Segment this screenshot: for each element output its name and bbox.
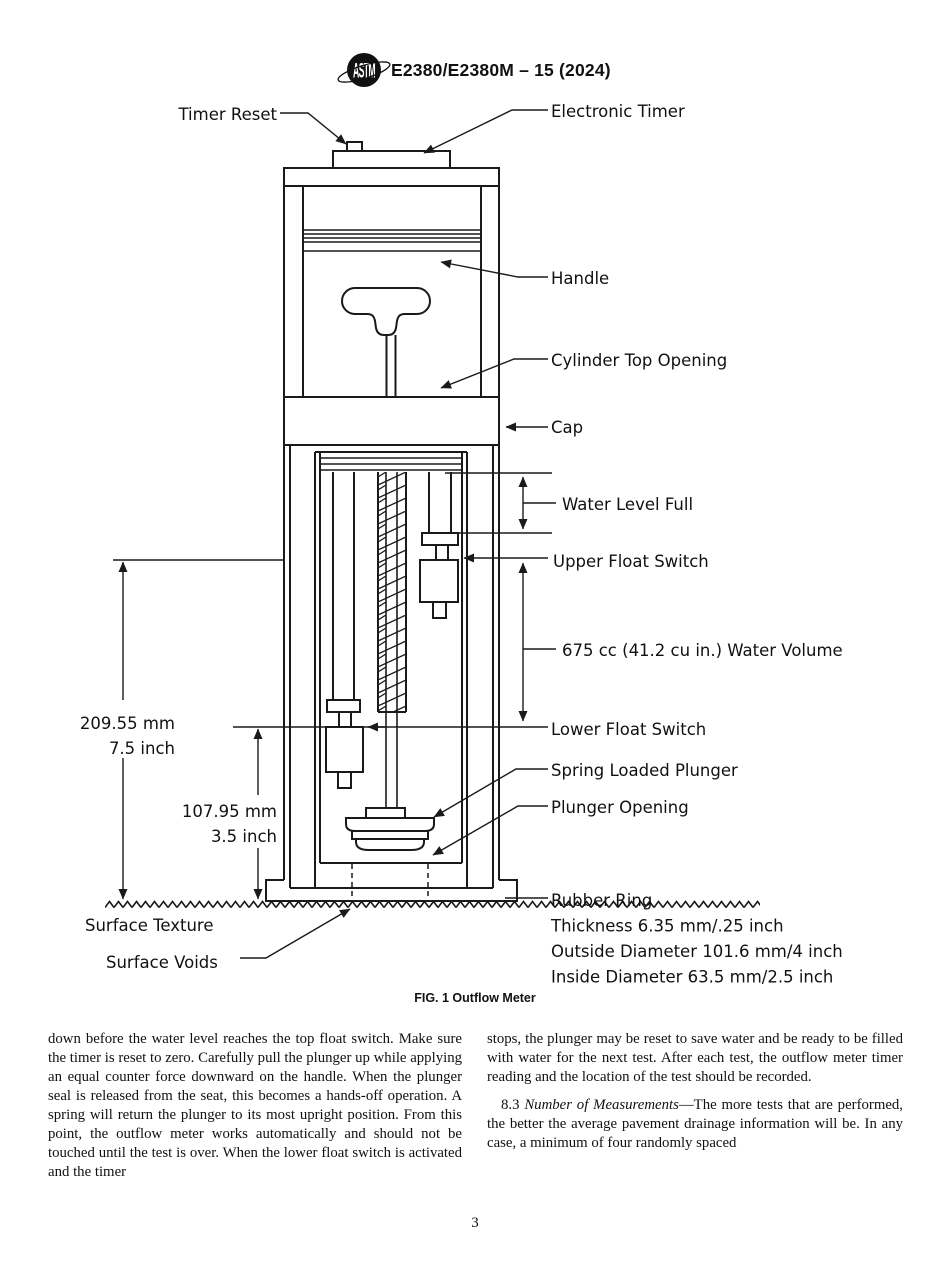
timer-reset-leader [280,112,347,145]
figure-caption: FIG. 1 Outflow Meter [414,991,536,1005]
label-spring-loaded-plunger: Spring Loaded Plunger [551,761,738,780]
label-rubber-ring-thickness: Thickness 6.35 mm/.25 inch [550,917,784,936]
base-flange [265,879,518,902]
electronic-timer-leader [423,109,548,154]
label-water-volume: 675 cc (41.2 cu in.) Water Volume [562,641,843,660]
label-surface-voids: Surface Voids [106,953,218,972]
label-timer-reset: Timer Reset [177,105,277,124]
label-electronic-timer: Electronic Timer [551,102,685,121]
label-surface-texture: Surface Texture [85,916,214,935]
body-paragraph-left: down before the water level reaches the … [48,1031,462,1180]
astm-logo-circle [347,53,381,87]
plunger-seal [345,807,435,851]
handle-shape [341,287,431,336]
upper-chamber [283,185,500,398]
label-cap: Cap [551,418,583,437]
page-number: 3 [471,1215,479,1231]
section-8-3-paragraph: 8.3 Number of Measurements—The more test… [487,1096,903,1153]
label-plunger-opening: Plunger Opening [551,798,689,817]
water-full-lines [320,457,462,471]
body-paragraph-right: stops, the plunger may be reset to save … [487,1031,903,1085]
handle-grip-lines [303,229,481,252]
label-upper-float-switch: Upper Float Switch [553,552,709,571]
timer-reset-button [346,141,363,152]
spring-loaded-plunger-leader [433,768,548,818]
document-title: E2380/E2380M – 15 (2024) [391,60,611,80]
label-water-level-full: Water Level Full [562,495,693,514]
cap-block [283,396,500,446]
label-cylinder-top-opening: Cylinder Top Opening [551,351,727,370]
spring-coil [378,472,406,712]
plunger-opening-leader [432,805,548,856]
label-rubber-ring-id: Inside Diameter 63.5 mm/2.5 inch [551,968,833,987]
label-dim-209-mm: 209.55 mm [80,714,175,733]
label-rubber-ring-od: Outside Diameter 101.6 mm/4 inch [551,942,843,961]
section-title: Number of Measurements [524,1097,679,1113]
handle-leader [440,259,548,278]
lower-float-switch-body [325,726,364,773]
surface-voids-leader [240,908,351,959]
label-lower-float-switch: Lower Float Switch [551,720,706,739]
surface-texture-zigzag [105,899,760,909]
astm-logo: ASTM [337,53,391,87]
section-text: —The more tests that are performed, the … [487,1097,903,1151]
label-rubber-ring: Rubber Ring [551,891,652,910]
label-dim-107-in: 3.5 inch [211,827,277,846]
top-plate [283,167,500,187]
left-column: down before the water level reaches the … [48,1030,462,1182]
label-handle: Handle [551,269,609,288]
label-dim-209-in: 7.5 inch [109,739,175,758]
cylinder-top-opening-leader [440,358,548,389]
upper-float-switch-body [419,559,459,603]
label-dim-107-mm: 107.95 mm [182,802,277,821]
astm-logo-orbit [337,61,391,83]
electronic-timer-box [332,150,451,169]
right-column: stops, the plunger may be reset to save … [487,1030,903,1153]
section-number: 8.3 [501,1097,525,1113]
outflow-meter-figure: Timer Reset Electronic Timer Handle Cyli… [80,102,843,987]
